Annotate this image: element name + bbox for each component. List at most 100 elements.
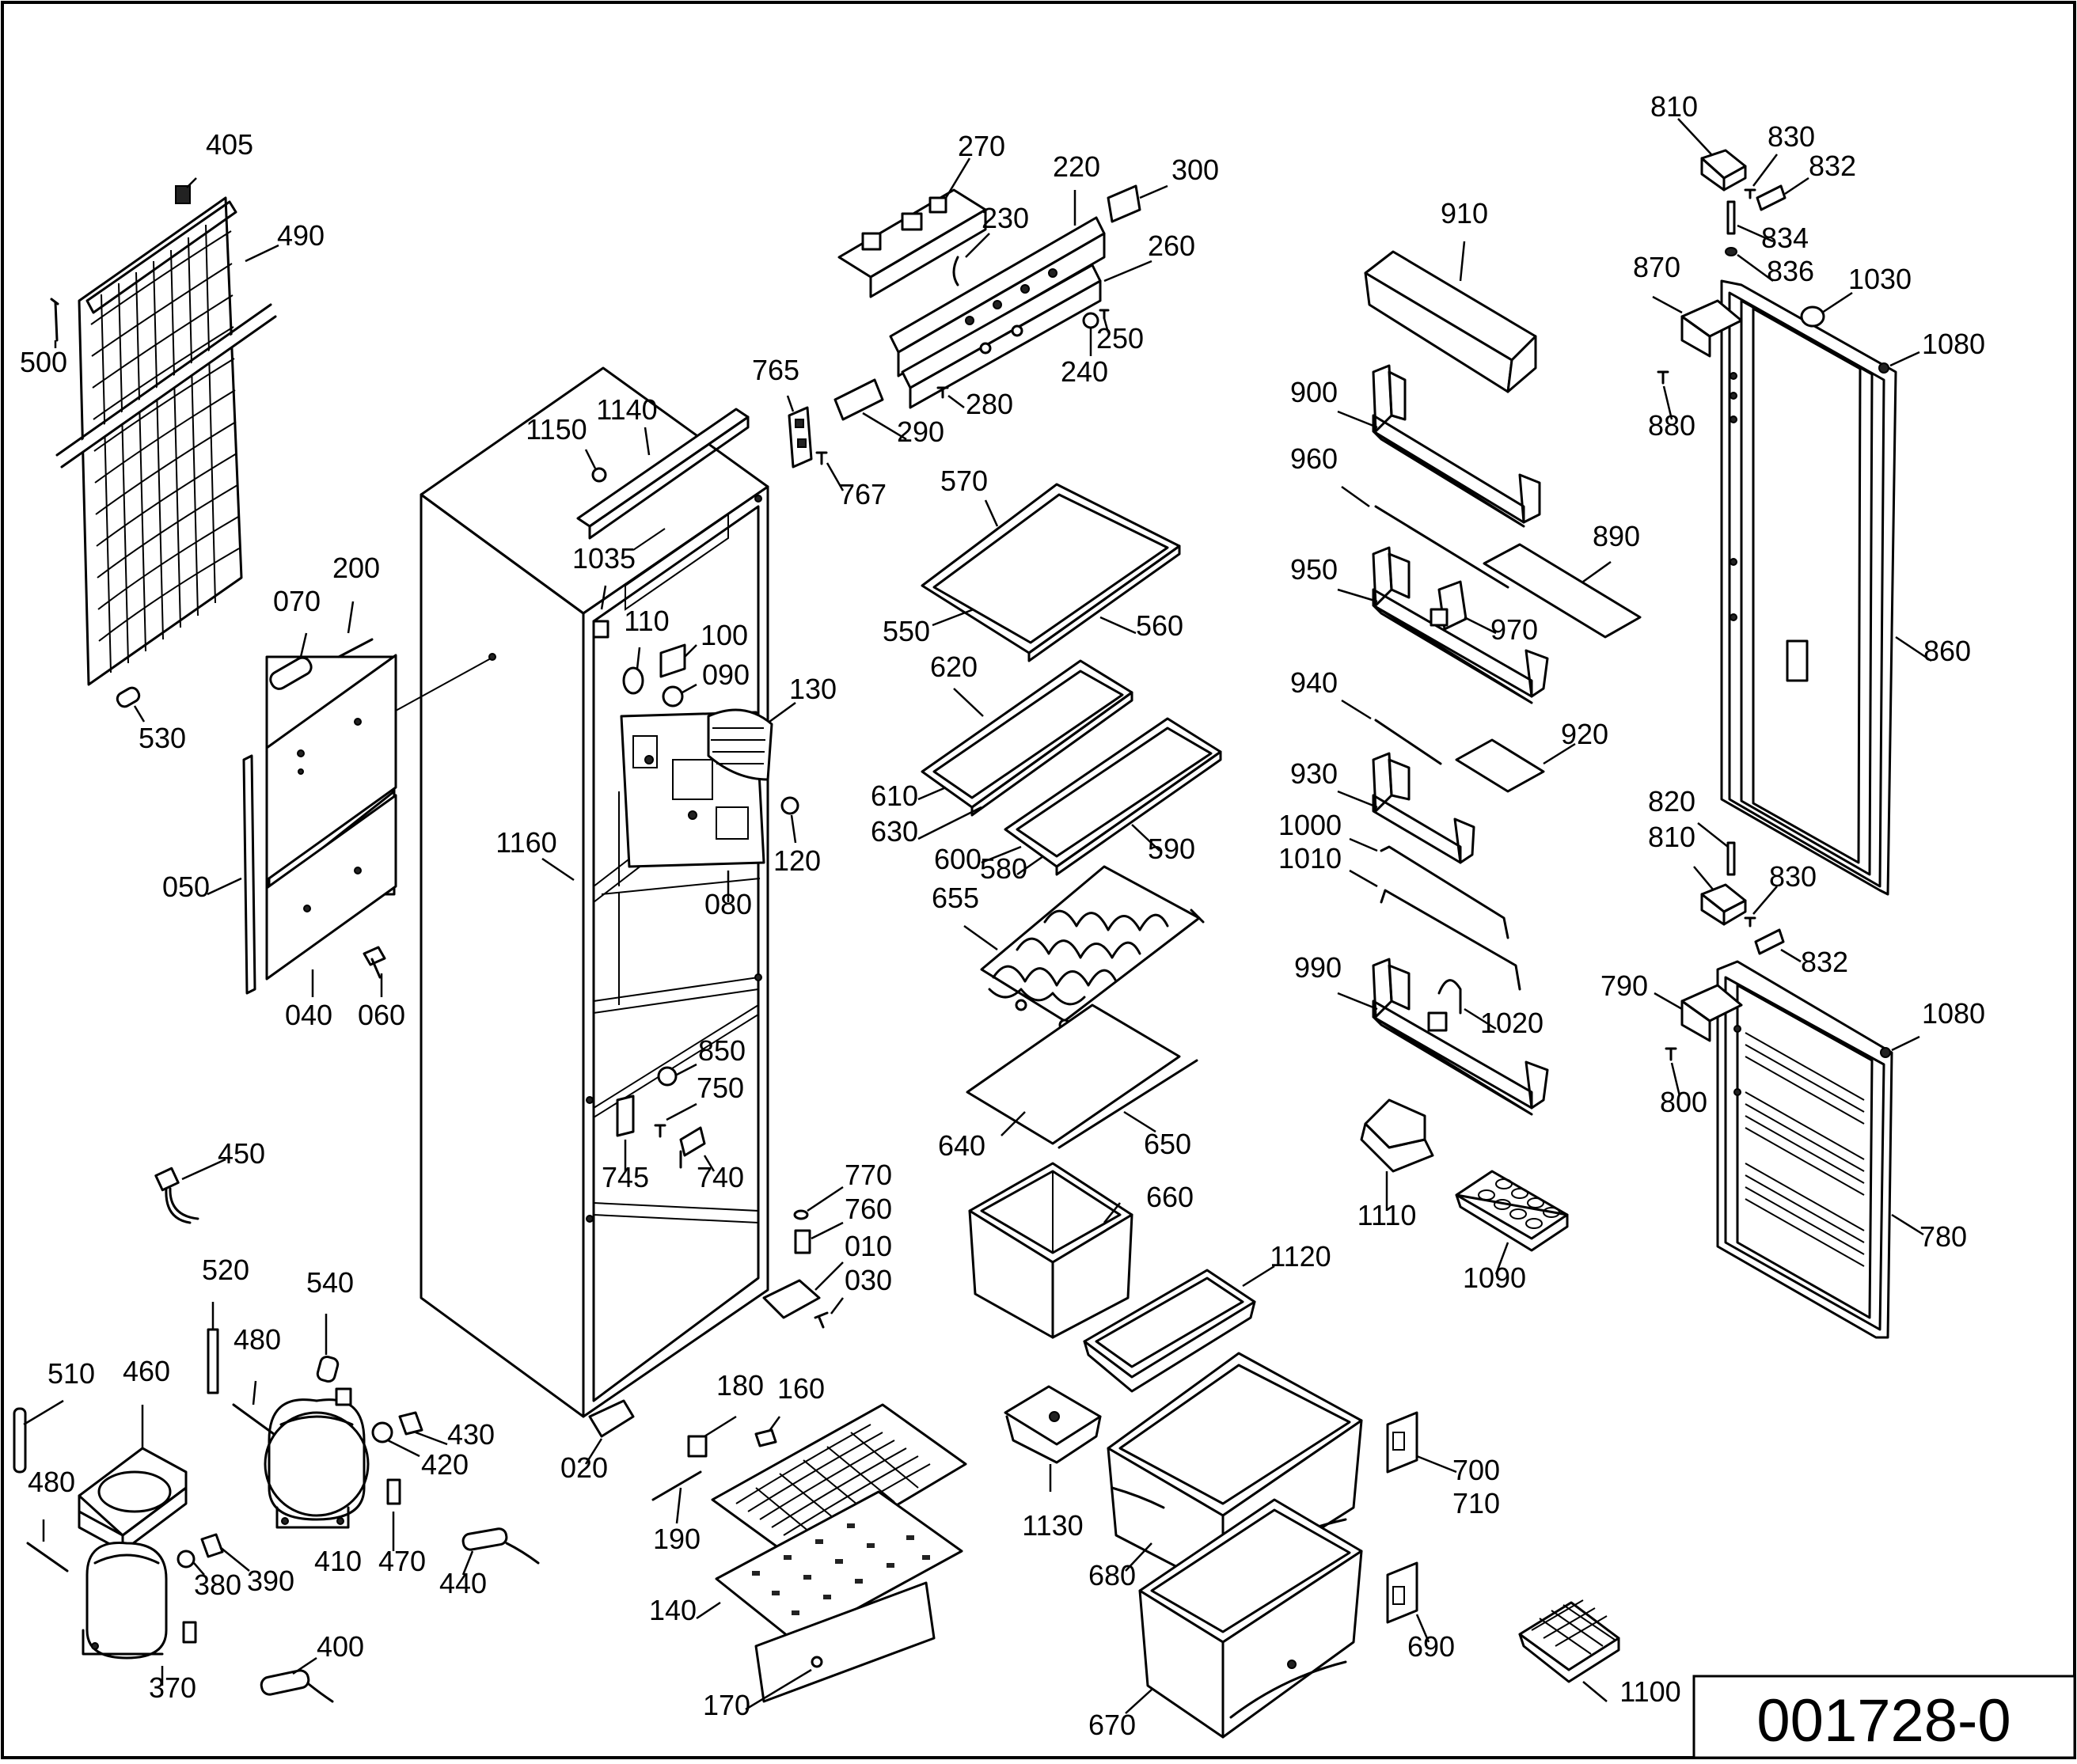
- tube-510: [13, 1407, 27, 1474]
- part-number-label: 140: [649, 1594, 697, 1626]
- clip-832-lower: [1754, 928, 1785, 955]
- rail-1140: [576, 408, 750, 540]
- rod-940: [1374, 719, 1442, 765]
- screw-770: [793, 1209, 809, 1220]
- screw-830-lower: [1744, 916, 1756, 928]
- shelf-550: [921, 483, 1181, 662]
- strip-650: [1057, 1059, 1198, 1149]
- part-number-label: 920: [1561, 718, 1608, 750]
- part-number-label: 010: [845, 1230, 892, 1262]
- part-number-label: 830: [1769, 860, 1817, 893]
- part-number-label: 500: [20, 346, 67, 378]
- knob-090: [662, 685, 684, 707]
- lamp-1130: [1004, 1385, 1102, 1464]
- part-number-label: 800: [1660, 1086, 1707, 1118]
- part-number-label: 440: [439, 1567, 487, 1599]
- part-number-label: 220: [1053, 150, 1100, 183]
- part-number-label: 745: [602, 1161, 649, 1193]
- compressor-410: [264, 1387, 370, 1529]
- cable-230: [952, 256, 959, 286]
- switch-100: [659, 643, 686, 678]
- part-number-label: 780: [1919, 1220, 1967, 1253]
- part-number-label: 770: [845, 1159, 892, 1191]
- butter-lid-910: [1364, 250, 1537, 393]
- hinge-790: [1680, 984, 1743, 1042]
- part-number-label: 130: [789, 673, 837, 705]
- screw-800: [1665, 1047, 1677, 1061]
- glass-shelf-640: [966, 1003, 1181, 1145]
- part-number-label: 750: [697, 1072, 744, 1104]
- plug-1080-upper: [1878, 362, 1889, 374]
- drawing-number: 001728-0: [1756, 1687, 2011, 1755]
- part-number-label: 420: [421, 1448, 469, 1481]
- part-number-label: 1000: [1278, 809, 1342, 841]
- part-number-label: 650: [1144, 1128, 1191, 1160]
- part-number-label: 1120: [1270, 1240, 1331, 1273]
- panel-260: [901, 264, 1102, 409]
- part-number-label: 020: [560, 1451, 608, 1484]
- plug-380: [177, 1550, 196, 1569]
- part-number-label: 560: [1136, 609, 1183, 642]
- part-number-label: 040: [285, 999, 332, 1031]
- door-780: [1716, 960, 1893, 1339]
- sensor-190: [651, 1470, 702, 1501]
- part-number-label: 590: [1148, 833, 1195, 865]
- part-number-label: 070: [273, 585, 321, 617]
- rail-1000: [1380, 845, 1509, 939]
- part-number-label: 620: [930, 651, 978, 683]
- part-number-label: 690: [1407, 1630, 1455, 1663]
- part-number-label: 890: [1593, 520, 1640, 552]
- relay-390: [200, 1533, 224, 1558]
- door-shelf-930: [1372, 752, 1475, 864]
- part-number-label: 850: [698, 1034, 746, 1067]
- part-number-label: 410: [314, 1545, 362, 1577]
- part-number-label: 290: [897, 415, 944, 448]
- part-number-label: 510: [47, 1357, 95, 1390]
- clip-370-side: [182, 1621, 197, 1644]
- part-number-label: 430: [447, 1418, 495, 1451]
- part-number-label: 1140: [596, 393, 657, 426]
- grommet-530: [116, 686, 141, 708]
- part-number-label: 1020: [1480, 1007, 1544, 1039]
- part-number-label: 380: [194, 1569, 241, 1601]
- label-070: [269, 656, 313, 690]
- part-number-label: 1100: [1619, 1675, 1680, 1708]
- part-number-label: 1035: [572, 542, 636, 575]
- part-number-label: 640: [938, 1129, 985, 1162]
- tray-1120: [1083, 1269, 1256, 1393]
- bin-660: [968, 1162, 1133, 1339]
- part-number-label: 400: [317, 1630, 364, 1663]
- screw-500: [50, 298, 59, 342]
- cover-170: [754, 1581, 936, 1703]
- screw-830-upper: [1744, 188, 1756, 199]
- hinge-870: [1680, 299, 1743, 358]
- part-number-label: 680: [1088, 1559, 1136, 1591]
- part-number-label: 580: [980, 852, 1027, 885]
- lamp-765: [788, 406, 813, 469]
- part-number-label: 1080: [1922, 997, 1985, 1030]
- part-number-label: 990: [1294, 951, 1342, 984]
- part-number-label: 810: [1648, 821, 1695, 853]
- part-number-label: 090: [702, 658, 750, 691]
- door-shelf-900: [1372, 364, 1541, 528]
- part-number-label: 550: [883, 615, 930, 647]
- compressor-370: [82, 1542, 168, 1660]
- knob-240: [1082, 312, 1099, 329]
- drawing-number-box: [1692, 1675, 2076, 1759]
- cover-300: [1107, 184, 1141, 223]
- tube-520: [207, 1328, 219, 1394]
- part-number-label: 260: [1148, 230, 1195, 262]
- part-number-label: 230: [982, 202, 1029, 234]
- part-number-label: 790: [1600, 969, 1648, 1002]
- cover-1110: [1360, 1098, 1434, 1173]
- bracket-700: [1386, 1411, 1418, 1474]
- screw-880: [1657, 370, 1669, 385]
- part-number-label: 870: [1633, 251, 1680, 283]
- bracket-810-upper: [1700, 149, 1747, 192]
- part-number-label: 520: [202, 1254, 249, 1286]
- hinge-020: [588, 1399, 635, 1438]
- part-number-label: 080: [704, 888, 752, 920]
- drawer-670: [1138, 1498, 1363, 1739]
